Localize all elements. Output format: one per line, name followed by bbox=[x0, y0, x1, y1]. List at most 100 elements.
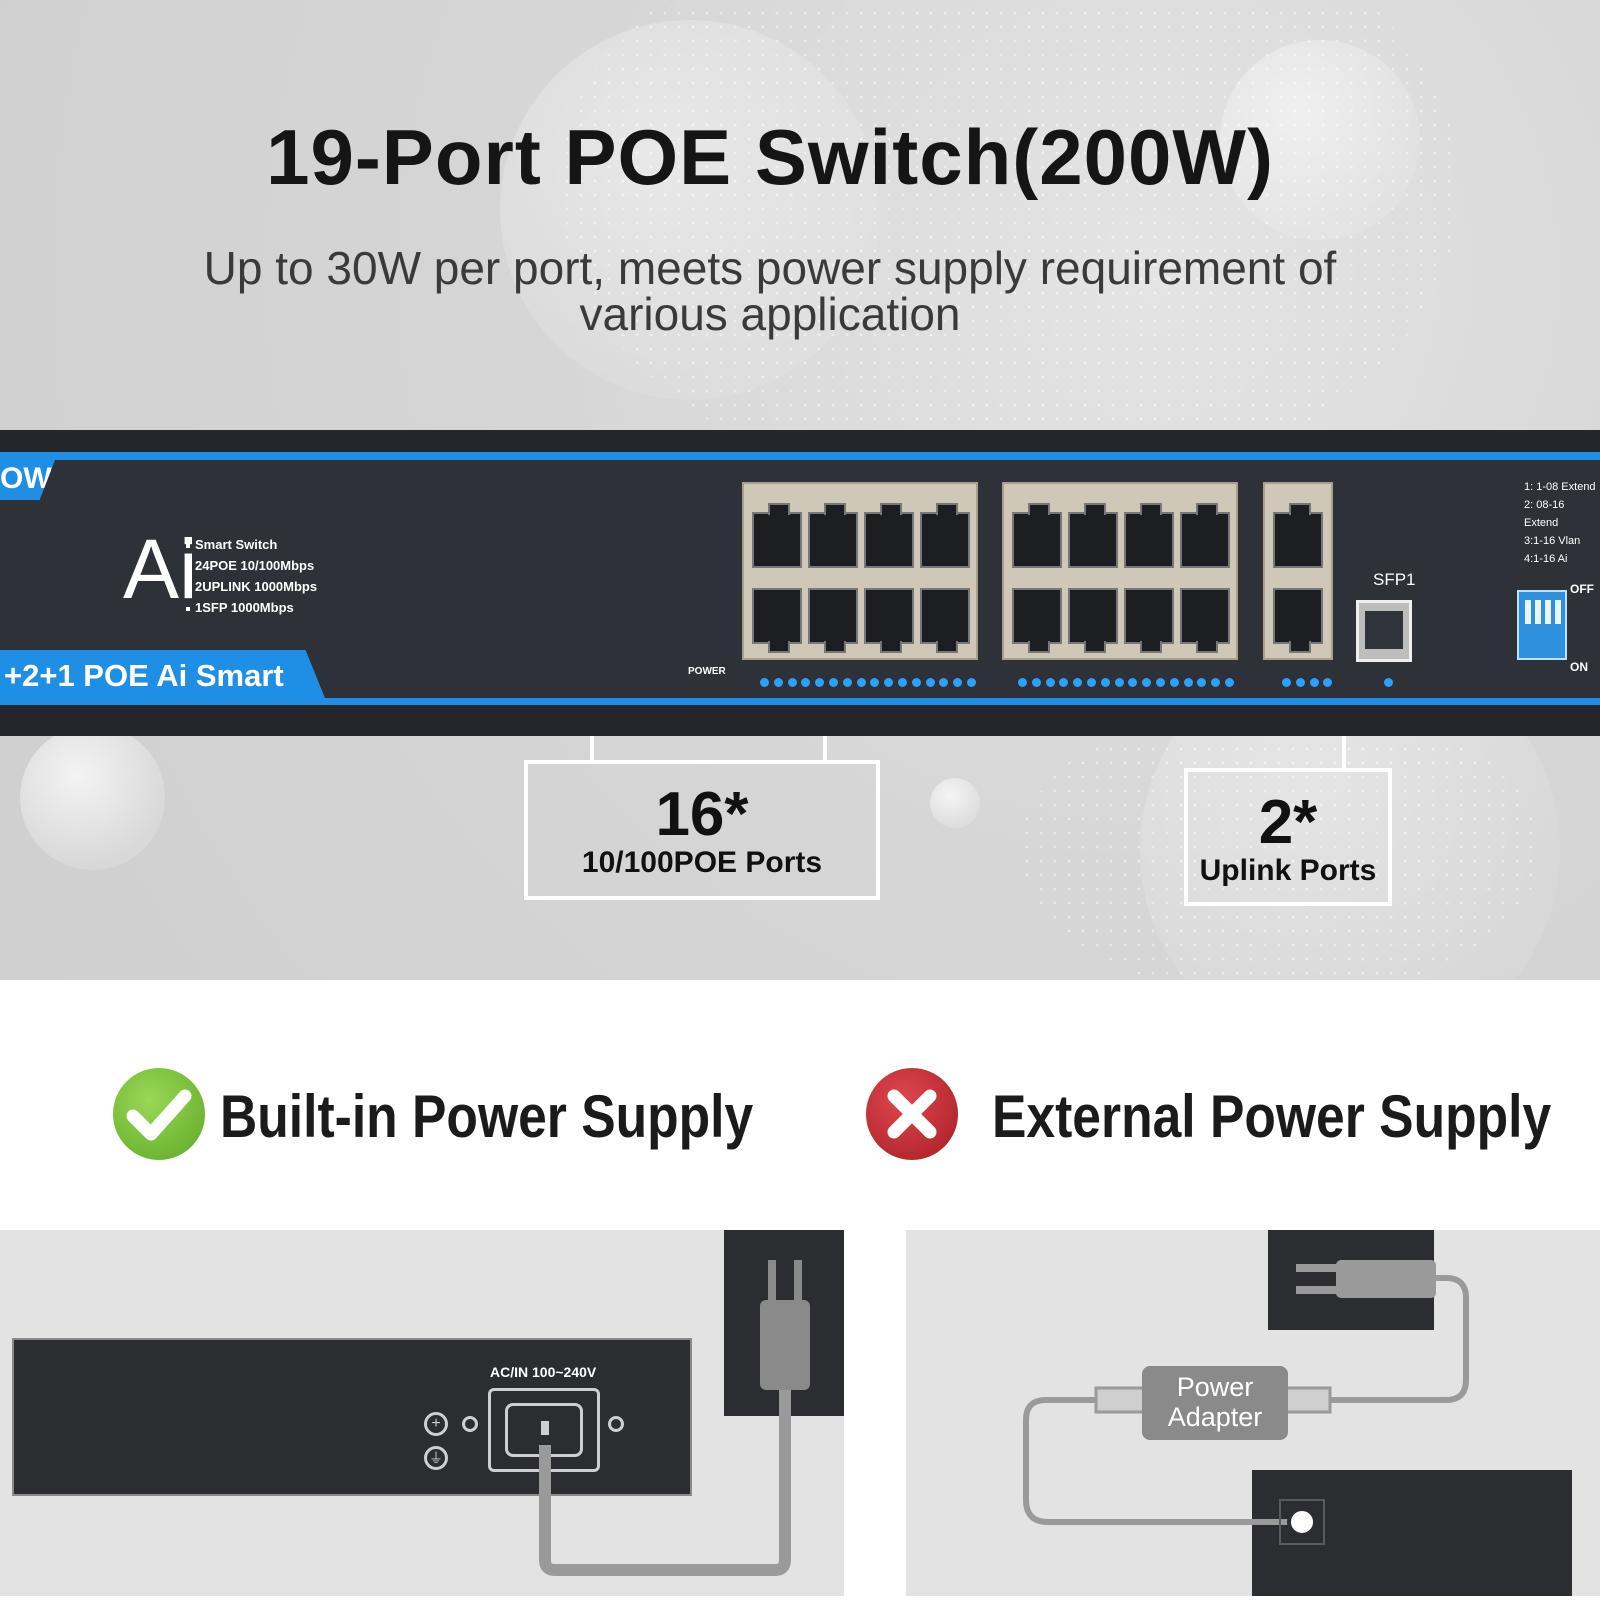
dip-lever[interactable] bbox=[1545, 600, 1551, 624]
port-led bbox=[1282, 678, 1291, 687]
port-led bbox=[884, 678, 894, 687]
rj45-port[interactable] bbox=[864, 503, 914, 568]
port-led bbox=[773, 678, 783, 687]
port-led bbox=[1128, 678, 1138, 687]
callout-connector bbox=[590, 736, 594, 760]
subtitle-line-2: various application bbox=[579, 288, 961, 340]
port-led bbox=[911, 678, 921, 687]
port-led bbox=[1197, 678, 1207, 687]
decor-dots bbox=[1020, 700, 1540, 980]
port-led bbox=[1018, 678, 1027, 687]
port-led bbox=[1031, 678, 1041, 687]
decor-bubble bbox=[500, 20, 880, 400]
hero-banner: 19-Port POE Switch(200W) Up to 30W per p… bbox=[0, 0, 1600, 980]
spec-item: 2UPLINK 1000Mbps bbox=[186, 576, 317, 597]
port-led bbox=[1309, 678, 1319, 687]
rj45-port[interactable] bbox=[1012, 588, 1062, 653]
dip-lever[interactable] bbox=[1535, 600, 1541, 624]
uplink-port-label: Uplink Ports bbox=[1199, 854, 1377, 887]
port-led bbox=[898, 678, 907, 687]
rj45-port[interactable] bbox=[864, 588, 914, 653]
spec-item: 1SFP 1000Mbps bbox=[186, 597, 317, 618]
accent-line-top bbox=[0, 452, 1600, 460]
port-led bbox=[1114, 678, 1124, 687]
brand-tab: +2+1 POE Ai Smart Switch bbox=[0, 650, 325, 698]
power-adapter-box: Power Adapter bbox=[1142, 1366, 1288, 1440]
port-led bbox=[842, 678, 852, 687]
external-power-label: External Power Supply bbox=[992, 1083, 1552, 1150]
external-cable bbox=[1023, 1260, 1469, 1545]
rj45-port[interactable] bbox=[1180, 503, 1230, 568]
rj45-port[interactable] bbox=[1068, 588, 1118, 653]
rj45-port[interactable] bbox=[1124, 503, 1174, 568]
port-led bbox=[1169, 678, 1179, 687]
port-led bbox=[801, 678, 811, 687]
uplink-port-bank bbox=[1263, 482, 1333, 660]
builtin-power-label: Built-in Power Supply bbox=[220, 1083, 754, 1150]
port-led bbox=[1142, 678, 1152, 687]
port-led bbox=[856, 678, 866, 687]
page-title: 19-Port POE Switch(200W) bbox=[266, 113, 1274, 201]
screw-icon bbox=[608, 1416, 624, 1432]
decor-bubble bbox=[930, 778, 980, 828]
port-led bbox=[1156, 678, 1165, 687]
logo-tab-text: OW bbox=[0, 462, 52, 495]
dip-switch[interactable] bbox=[1517, 590, 1567, 660]
screw-icon bbox=[462, 1416, 478, 1432]
dip-mode: 4:1-16 Ai bbox=[1524, 553, 1568, 565]
port-led bbox=[939, 678, 949, 687]
dip-lever[interactable] bbox=[1525, 600, 1531, 624]
ground-symbol-icon: ⏚ bbox=[424, 1446, 448, 1470]
sfp-port[interactable] bbox=[1356, 600, 1412, 662]
rj45-port[interactable] bbox=[1012, 503, 1062, 568]
port-led bbox=[1211, 678, 1221, 687]
poe-port-count: 16* bbox=[655, 780, 749, 849]
rj45-port[interactable] bbox=[808, 588, 858, 653]
dip-lever[interactable] bbox=[1555, 600, 1561, 624]
page-subtitle: Up to 30W per port, meets power supply r… bbox=[150, 245, 1390, 337]
dip-mode: 3:1-16 Vlan bbox=[1524, 535, 1581, 547]
decor-bubble bbox=[20, 725, 165, 870]
check-badge bbox=[113, 1068, 205, 1160]
port-led bbox=[787, 678, 797, 687]
accent-line-bottom bbox=[0, 698, 1600, 705]
rj45-port[interactable] bbox=[920, 503, 970, 568]
poe-port-label: 10/100POE Ports bbox=[581, 846, 823, 879]
adapter-label-line-1: Power bbox=[1176, 1372, 1254, 1402]
port-led bbox=[760, 678, 769, 687]
rj45-port[interactable] bbox=[1124, 588, 1174, 653]
rj45-port[interactable] bbox=[752, 588, 802, 653]
port-led bbox=[829, 678, 838, 687]
ground-screw-icon: + bbox=[424, 1412, 448, 1436]
external-diagram-panel: Power Adapter bbox=[906, 1230, 1600, 1596]
rj45-port[interactable] bbox=[1180, 588, 1230, 653]
sfp-label: SFP1 bbox=[1373, 570, 1416, 589]
uplink-port-count: 2* bbox=[1258, 788, 1318, 857]
port-led bbox=[1100, 678, 1110, 687]
poe-port-bank-2 bbox=[1002, 482, 1238, 660]
callout-connector bbox=[1342, 736, 1346, 768]
builtin-diagram-panel: AC/IN 100~240V + ⏚ bbox=[0, 1230, 844, 1596]
brand-text: +2+1 POE Ai Smart Switch bbox=[4, 658, 284, 729]
subtitle-line-1: Up to 30W per port, meets power supply r… bbox=[203, 242, 1337, 294]
check-icon bbox=[126, 1089, 192, 1141]
switch-front-panel: OW Ai Smart Switch 24POE 10/100Mbps 2UPL… bbox=[0, 430, 1600, 736]
cross-badge bbox=[866, 1068, 958, 1160]
port-led bbox=[1295, 678, 1305, 687]
port-led bbox=[1073, 678, 1083, 687]
uplink-port[interactable] bbox=[1273, 503, 1323, 568]
spec-item: 24POE 10/100Mbps bbox=[186, 555, 317, 576]
rj45-port[interactable] bbox=[808, 503, 858, 568]
ac-socket-pin bbox=[541, 1421, 549, 1435]
rj45-port[interactable] bbox=[752, 503, 802, 568]
builtin-cable bbox=[539, 1260, 810, 1576]
rj45-port[interactable] bbox=[1068, 503, 1118, 568]
decor-bubble bbox=[1220, 40, 1420, 240]
rj45-port[interactable] bbox=[920, 588, 970, 653]
port-led bbox=[1323, 678, 1333, 687]
port-led bbox=[1384, 678, 1393, 687]
power-led-label: POWER bbox=[688, 666, 726, 677]
port-led bbox=[815, 678, 825, 687]
uplink-port[interactable] bbox=[1273, 588, 1323, 653]
spec-item: Smart Switch bbox=[186, 534, 317, 555]
